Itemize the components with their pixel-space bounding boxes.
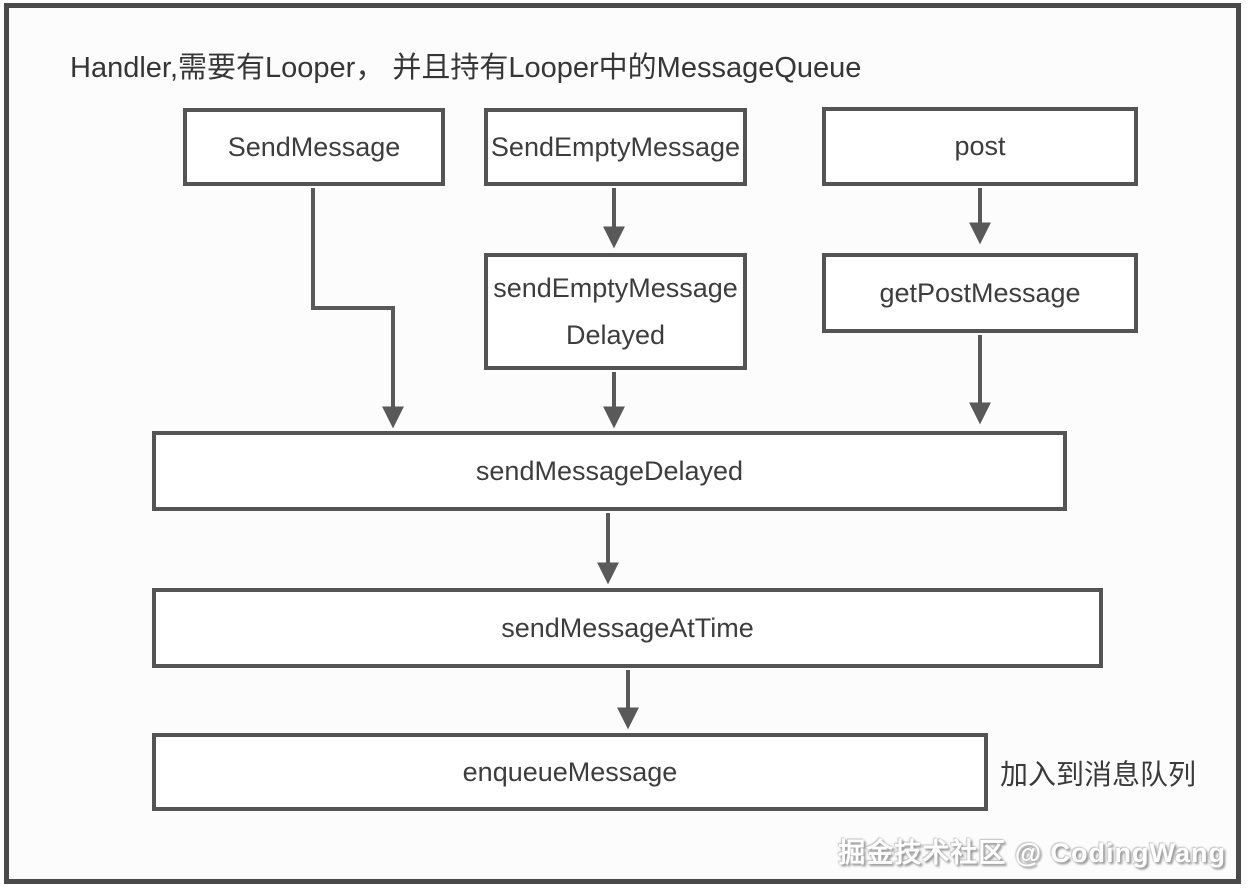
node-send-message: SendMessage bbox=[183, 108, 445, 186]
node-enqueue-message-label: enqueueMessage bbox=[462, 756, 678, 787]
node-send-empty-message-delayed-label-line1: sendEmptyMessage bbox=[493, 272, 738, 303]
node-send-empty-message-label: SendEmptyMessage bbox=[490, 131, 741, 162]
node-enqueue-message: enqueueMessage bbox=[152, 733, 988, 811]
diagram-title: Handler,需要有Looper， 并且持有Looper中的MessageQu… bbox=[70, 52, 862, 84]
node-get-post-message-label: getPostMessage bbox=[879, 277, 1081, 308]
node-get-post-message: getPostMessage bbox=[822, 253, 1138, 333]
node-send-message-delayed-label: sendMessageDelayed bbox=[475, 455, 744, 486]
node-send-empty-message-delayed-label-line2: Delayed bbox=[565, 319, 666, 350]
node-post: post bbox=[822, 107, 1138, 186]
node-send-message-label: SendMessage bbox=[227, 131, 401, 162]
enqueue-annotation: 加入到消息队列 bbox=[1000, 759, 1197, 790]
node-send-message-at-time-label: sendMessageAtTime bbox=[501, 612, 754, 643]
watermark: 掘金技术社区 @ CodingWang bbox=[838, 838, 1226, 868]
node-send-message-delayed: sendMessageDelayed bbox=[152, 431, 1067, 511]
node-send-empty-message-delayed: sendEmptyMessage Delayed bbox=[484, 253, 747, 370]
node-post-label: post bbox=[954, 131, 1006, 161]
node-send-message-at-time: sendMessageAtTime bbox=[152, 588, 1103, 668]
arrow-sendmessage-to-sendmessagedelayed bbox=[311, 188, 404, 429]
node-send-empty-message: SendEmptyMessage bbox=[484, 108, 747, 186]
